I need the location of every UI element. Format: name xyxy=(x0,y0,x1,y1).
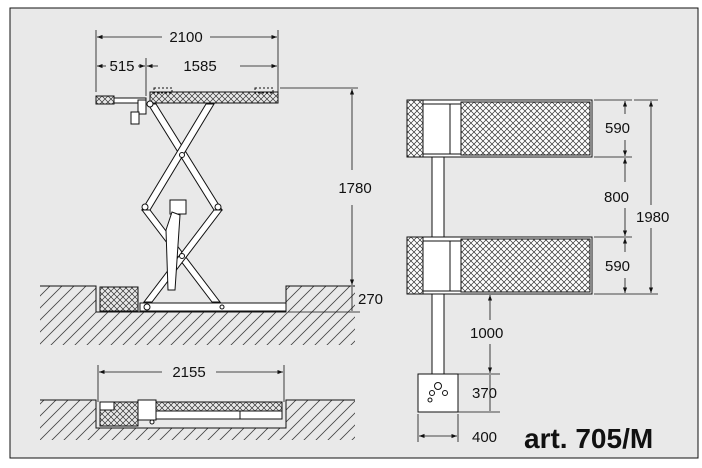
drawing-frame xyxy=(9,7,699,459)
control-unit xyxy=(417,373,459,413)
base-rail xyxy=(139,302,287,312)
dim-platform-width-top: 590 xyxy=(605,120,630,137)
dim-gap-between: 800 xyxy=(604,189,629,206)
top-column xyxy=(431,156,445,238)
article-number: art. 705/M xyxy=(524,423,653,454)
side-view-lowered: 2155 xyxy=(40,364,355,440)
dim-left-offset: 515 xyxy=(109,58,134,75)
dim-total-width: 2100 xyxy=(169,29,202,46)
dim-control-width: 400 xyxy=(472,429,497,446)
platform-top xyxy=(95,95,115,105)
dim-overall-width: 1980 xyxy=(636,209,669,226)
ground-hatch-lower xyxy=(40,400,355,440)
ground-hatch-left xyxy=(40,286,355,345)
dim-platform-width-bottom: 590 xyxy=(605,258,630,275)
dim-pit-depth: 270 xyxy=(358,291,383,308)
side-view-raised: 2100 515 1585 1780 270 xyxy=(40,29,383,345)
dim-lowered-length: 2155 xyxy=(172,364,205,381)
dim-control-depth: 370 xyxy=(472,385,497,402)
top-view: 590 800 590 1980 1000 370 400 xyxy=(406,99,669,446)
dim-connector-length: 1000 xyxy=(470,325,503,342)
ground-line xyxy=(40,285,355,313)
platform-deck xyxy=(149,91,279,104)
base-frame xyxy=(99,286,139,312)
lowered-deck xyxy=(155,401,283,412)
dim-lift-height: 1780 xyxy=(338,180,371,197)
dim-right-span: 1585 xyxy=(183,58,216,75)
